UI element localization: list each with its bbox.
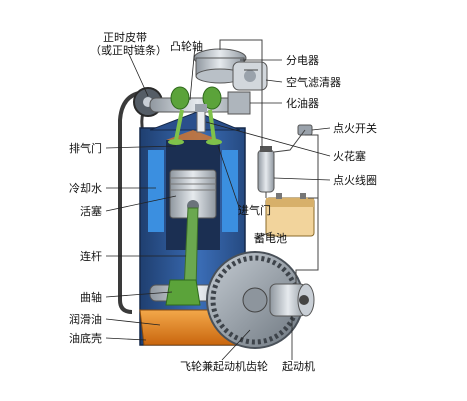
leader-lines	[105, 45, 331, 361]
label-camshaft: 凸轮轴	[170, 40, 203, 53]
label-lubricating-oil: 润滑油	[69, 313, 102, 326]
coolant-jacket-right	[222, 150, 238, 232]
ignition-coil	[257, 146, 275, 193]
label-starter-motor: 起动机	[282, 360, 315, 373]
label-distributor: 分电器	[286, 54, 319, 67]
label-piston: 活塞	[80, 205, 102, 218]
label-air-filter: 空气滤清器	[286, 76, 341, 89]
label-connecting-rod: 连杆	[80, 250, 102, 263]
camshaft	[149, 86, 246, 113]
label-intake-valve: 进气门	[238, 204, 271, 217]
label-flywheel-gear: 飞轮兼起动机齿轮	[180, 360, 268, 373]
label-crankshaft: 曲轴	[80, 291, 102, 304]
label-coolant: 冷却水	[69, 182, 102, 195]
air-filter	[232, 61, 268, 91]
carburetor	[227, 91, 251, 115]
label-exhaust-valve: 排气门	[69, 142, 102, 155]
label-timing-belt-alt: （或正时链条）	[90, 44, 167, 57]
label-ignition-switch: 点火开关	[333, 122, 377, 135]
starter-motor	[269, 283, 315, 317]
label-oil-pan: 油底壳	[69, 332, 102, 345]
label-battery: 蓄电池	[254, 232, 287, 245]
label-ignition-coil: 点火线圈	[333, 174, 377, 187]
valves	[168, 109, 222, 145]
label-timing-belt: 正时皮带	[103, 31, 147, 44]
battery	[265, 193, 315, 237]
label-carburetor: 化油器	[286, 97, 319, 110]
label-spark-plug: 火花塞	[333, 150, 366, 163]
wiring	[219, 39, 319, 284]
coolant-jacket-left	[148, 150, 164, 232]
spark-plug	[195, 104, 207, 133]
